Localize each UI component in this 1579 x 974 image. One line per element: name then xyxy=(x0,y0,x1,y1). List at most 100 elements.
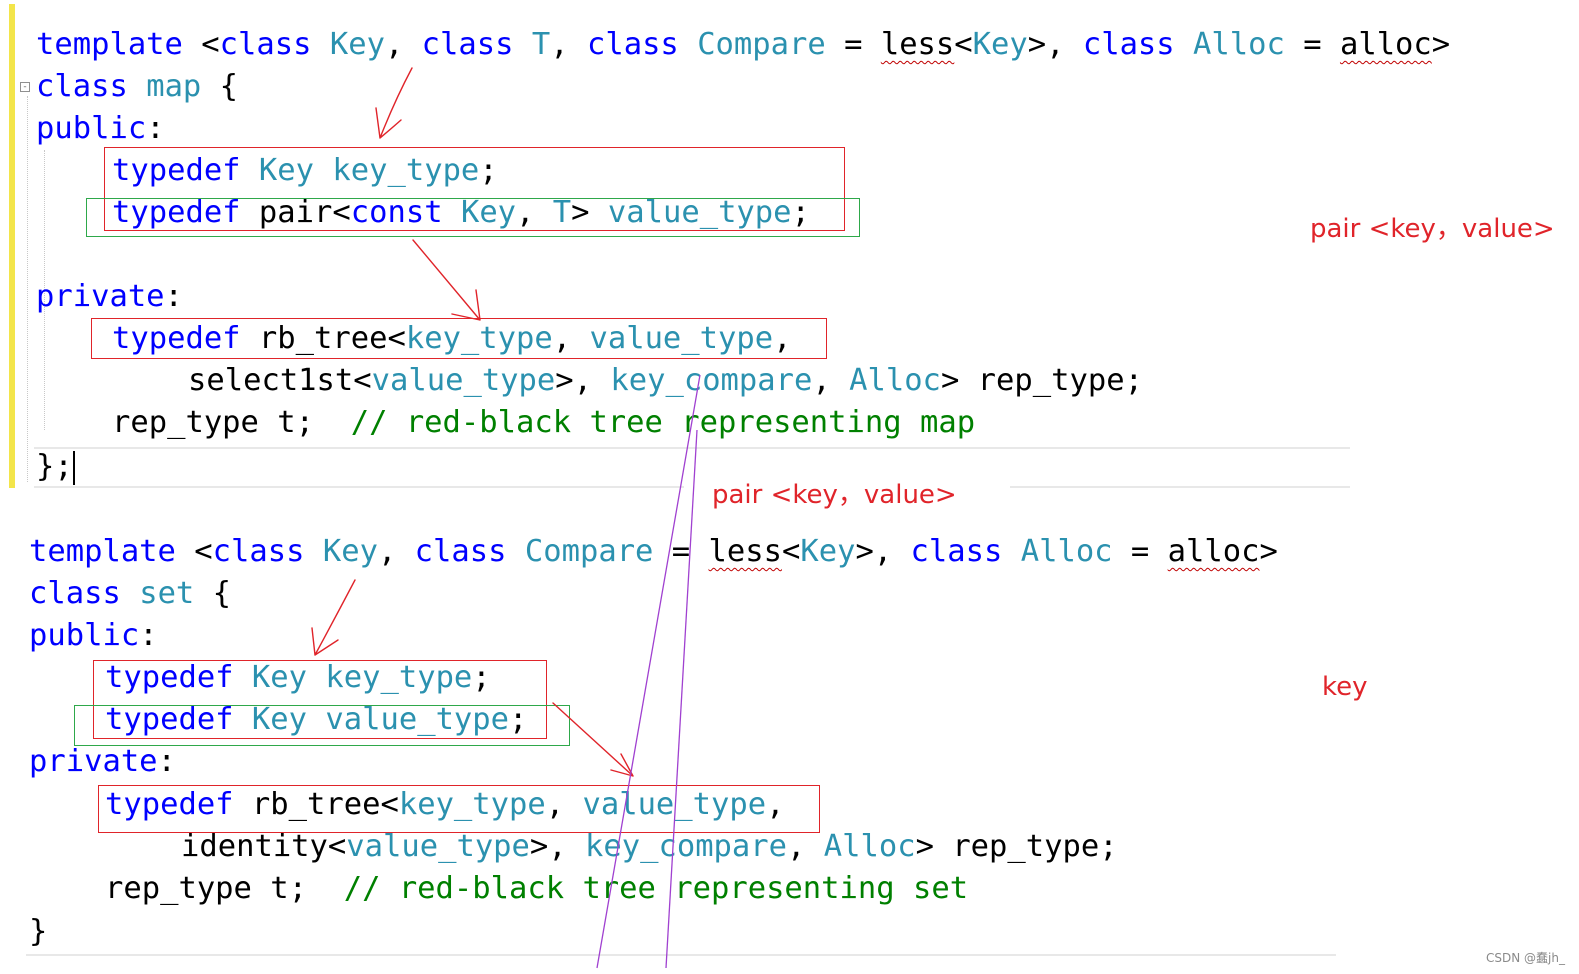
token: class xyxy=(36,69,128,104)
token: identity xyxy=(181,829,328,864)
comment: // red-black tree representing set xyxy=(343,871,969,906)
token: rep_type xyxy=(952,829,1100,864)
middle-value-note: pair <key，value> xyxy=(712,480,957,510)
token: set xyxy=(139,576,195,611)
token: > xyxy=(1259,534,1278,569)
set-value-note: key xyxy=(1322,672,1368,702)
token: : xyxy=(157,744,176,779)
token: < xyxy=(380,787,399,822)
token: value_type xyxy=(371,363,556,398)
token: typedef xyxy=(112,195,241,230)
token: >, xyxy=(855,534,911,569)
indent-guide xyxy=(44,150,45,430)
token: Key xyxy=(972,27,1028,62)
code-line-private: private: xyxy=(29,741,176,783)
token: rep_type t; xyxy=(112,405,314,440)
token: >, xyxy=(555,363,611,398)
token: = xyxy=(825,27,881,62)
arrow-set-value xyxy=(552,702,634,777)
set-rb-tree-box xyxy=(98,785,820,833)
token: key_compare xyxy=(610,363,813,398)
token: , xyxy=(552,321,590,356)
map-code-block: template <class Key, class T, class Comp… xyxy=(0,0,1450,840)
code-line-rep-member: rep_type t; // red-black tree representi… xyxy=(105,868,968,910)
arrow-map-key xyxy=(375,67,413,139)
token: = xyxy=(1284,27,1340,62)
editor-separator xyxy=(26,954,1336,956)
token: value_type xyxy=(325,702,510,737)
token: Alloc xyxy=(1193,27,1285,62)
token: < xyxy=(327,829,347,864)
token: T xyxy=(552,195,572,230)
token: Alloc xyxy=(823,829,916,864)
map-rb-tree-box xyxy=(91,318,827,359)
token: > xyxy=(940,363,978,398)
code-line-rb-tree: typedef rb_tree<key_type, value_type, xyxy=(105,784,785,826)
indent-guide xyxy=(27,96,28,482)
token: >, xyxy=(1027,27,1083,62)
token: less xyxy=(708,534,782,569)
token: ; xyxy=(472,660,491,695)
purple-line-left xyxy=(596,374,701,969)
token: typedef xyxy=(105,660,234,695)
token: typedef xyxy=(112,153,241,188)
token: < xyxy=(954,27,973,62)
token: , xyxy=(550,27,587,62)
code-line-close: } xyxy=(29,911,47,953)
collapse-icon[interactable]: - xyxy=(20,82,30,92)
change-indicator-bar xyxy=(9,4,15,488)
code-line-public: public: xyxy=(36,108,165,150)
token: = xyxy=(1112,534,1168,569)
code-line-class: class set { xyxy=(29,573,231,615)
code-line-key-type: typedef Key key_type; xyxy=(112,150,498,192)
token: Key xyxy=(251,702,308,737)
token: , xyxy=(516,195,553,230)
code-line-value-type: typedef pair<const Key, T> value_type; xyxy=(112,192,810,234)
text-cursor xyxy=(73,451,75,485)
token: Key xyxy=(322,534,378,569)
token: ; xyxy=(1099,829,1118,864)
code-line-select1st: select1st<value_type>, key_compare, Allo… xyxy=(188,360,1143,402)
token: public xyxy=(36,111,147,146)
token: , xyxy=(812,363,850,398)
comment: // red-black tree representing map xyxy=(350,405,976,440)
token: Alloc xyxy=(849,363,941,398)
token: typedef xyxy=(112,321,241,356)
token: ; xyxy=(509,702,528,737)
token: rb_tree xyxy=(258,321,388,356)
map-value-type-box xyxy=(86,198,860,237)
token: value_type xyxy=(346,829,530,864)
token: rb_tree xyxy=(251,787,381,822)
set-typedef-box xyxy=(93,660,547,739)
token: typedef xyxy=(105,787,234,822)
token: class xyxy=(586,27,679,62)
editor-separator xyxy=(1010,486,1350,488)
token: < xyxy=(353,363,372,398)
set-value-type-box xyxy=(74,705,570,746)
token: public xyxy=(29,618,140,653)
token: , xyxy=(787,829,824,864)
editor-separator xyxy=(34,486,684,488)
map-typedef-box xyxy=(104,147,845,231)
token: value_type xyxy=(589,321,774,356)
token: const xyxy=(350,195,443,230)
token: < xyxy=(781,534,801,569)
editor-separator xyxy=(34,447,1350,449)
token: private xyxy=(29,744,158,779)
token: alloc xyxy=(1339,27,1432,62)
token: , xyxy=(773,321,792,356)
code-line-template: template <class Key, class Compare = les… xyxy=(29,531,1278,573)
token: >, xyxy=(529,829,586,864)
token: : xyxy=(164,279,183,314)
watermark: CSDN @蠢jh_ xyxy=(1486,951,1565,965)
token: key_type xyxy=(398,787,546,822)
token: }; xyxy=(36,449,73,484)
token: key_type xyxy=(405,321,553,356)
token: } xyxy=(29,914,48,949)
token: ; xyxy=(479,153,498,188)
token: typedef xyxy=(105,702,234,737)
token: < xyxy=(182,27,220,62)
token: T xyxy=(531,27,551,62)
token: < xyxy=(332,195,351,230)
code-line-rep-member: rep_type t; // red-black tree representi… xyxy=(112,402,975,444)
